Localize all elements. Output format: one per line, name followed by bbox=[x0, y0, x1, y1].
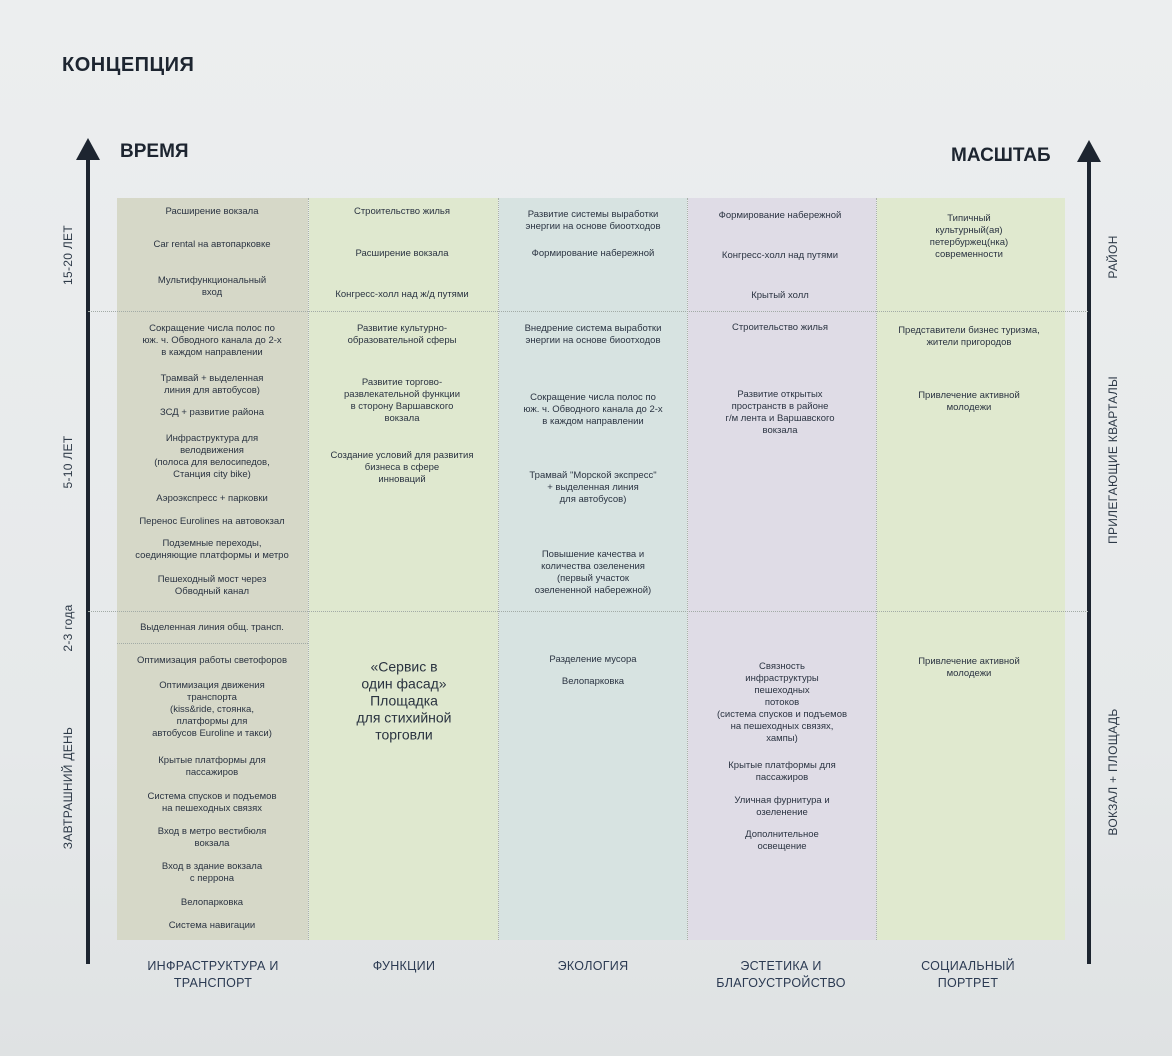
infrastructure-item: Вход в здание вокзала с перрона bbox=[161, 861, 263, 884]
column-aesthetics bbox=[688, 198, 876, 940]
infrastructure-item: Аэроэкспресс + парковки bbox=[156, 493, 268, 504]
scale-axis-line bbox=[1087, 158, 1091, 964]
aesthetics-item: Уличная фурнитура и озеленение bbox=[734, 795, 830, 818]
column-header-social: СОЦИАЛЬНЫЙ ПОРТРЕТ bbox=[921, 959, 1015, 990]
infrastructure-item: Перенос Eurolines на автовокзал bbox=[139, 516, 285, 527]
time-axis-line bbox=[86, 156, 90, 964]
aesthetics-item: Строительство жилья bbox=[731, 322, 829, 333]
scale-axis-label: МАСШТАБ bbox=[951, 145, 1051, 166]
infrastructure-item: Оптимизация движения транспорта (kiss&ri… bbox=[152, 680, 272, 739]
ecology-item: Разделение мусора bbox=[549, 654, 637, 665]
functions-item: «Сервис в один фасад» Площадка для стихи… bbox=[356, 658, 452, 743]
infrastructure-item: Вход в метро вестибюля вокзала bbox=[157, 826, 267, 849]
scale-level-label: ВОКЗАЛ + ПЛОЩАДЬ bbox=[1106, 708, 1120, 836]
infrastructure-item: ЗСД + развитие района bbox=[160, 407, 264, 418]
scale-level-label: РАЙОН bbox=[1106, 235, 1120, 279]
infrastructure-item: Велопарковка bbox=[180, 897, 244, 908]
row-divider bbox=[88, 311, 1088, 312]
column-header-aesthetics: ЭСТЕТИКА И БЛАГОУСТРОЙСТВО bbox=[716, 959, 846, 990]
aesthetics-item: Развитие открытых пространств в районе г… bbox=[725, 389, 835, 436]
infrastructure-item: Выделенная линия общ. трансп. bbox=[140, 622, 284, 633]
functions-item: Создание условий для развития бизнеса в … bbox=[330, 450, 474, 485]
column-header-infrastructure: ИНФРАСТРУКТУРА И ТРАНСПОРТ bbox=[147, 959, 279, 990]
infrastructure-item: Расширение вокзала bbox=[165, 206, 259, 217]
social-item: Типичный культурный(ая) петербуржец(нка)… bbox=[929, 213, 1009, 260]
time-period-label: 5-10 ЛЕТ bbox=[61, 435, 75, 489]
column-functions bbox=[309, 198, 498, 940]
infrastructure-item: Система навигации bbox=[168, 920, 256, 931]
functions-item: Расширение вокзала bbox=[355, 248, 449, 259]
infrastructure-item: Мультифункциональный вход bbox=[157, 275, 267, 298]
column-divider bbox=[498, 198, 499, 940]
aesthetics-item: Связность инфраструктуры пешеходных пото… bbox=[716, 661, 848, 744]
page-title: КОНЦЕПЦИЯ bbox=[62, 54, 195, 76]
ecology-item: Формирование набережной bbox=[531, 248, 655, 259]
functions-item: Строительство жилья bbox=[353, 206, 451, 217]
infrastructure-item: Сокращение числа полос по юж. ч. Обводно… bbox=[142, 323, 282, 358]
functions-item: Конгресс-холл над ж/д путями bbox=[335, 289, 469, 300]
column-social bbox=[877, 198, 1065, 940]
scale-axis-arrow-icon bbox=[1077, 140, 1101, 162]
column-divider bbox=[876, 198, 877, 940]
infrastructure-item: Пешеходный мост через Обводный канал bbox=[157, 574, 267, 597]
time-period-label: 15-20 ЛЕТ bbox=[61, 225, 75, 285]
functions-item: Развитие торгово- развлекательной функци… bbox=[343, 377, 461, 424]
ecology-item: Повышение качества и количества озеленен… bbox=[534, 549, 652, 596]
row-divider bbox=[117, 643, 308, 644]
infrastructure-item: Подземные переходы, соединяющие платформ… bbox=[135, 538, 289, 561]
aesthetics-item: Конгресс-холл над путями bbox=[721, 250, 839, 261]
aesthetics-item: Формирование набережной bbox=[718, 210, 842, 221]
column-header-functions: ФУНКЦИИ bbox=[372, 959, 436, 973]
aesthetics-item: Дополнительное освещение bbox=[745, 829, 819, 852]
social-item: Привлечение активной молодежи bbox=[918, 656, 1020, 679]
infrastructure-item: Оптимизация работы светофоров bbox=[136, 655, 288, 666]
infrastructure-item: Car rental на автопарковке bbox=[153, 239, 271, 250]
social-item: Представители бизнес туризма, жители при… bbox=[898, 325, 1040, 348]
column-divider bbox=[687, 198, 688, 940]
ecology-item: Велопарковка bbox=[561, 676, 625, 687]
column-ecology bbox=[499, 198, 687, 940]
ecology-item: Сокращение числа полос по юж. ч. Обводно… bbox=[523, 392, 663, 427]
column-infrastructure bbox=[117, 198, 308, 940]
time-period-label: ЗАВТРАШНИЙ ДЕНЬ bbox=[61, 726, 75, 850]
infrastructure-item: Крытые платформы для пассажиров bbox=[158, 755, 266, 778]
ecology-item: Трамвай "Морской экспресс" + выделенная … bbox=[529, 470, 657, 505]
row-divider bbox=[88, 611, 1088, 612]
ecology-item: Развитие системы выработки энергии на ос… bbox=[525, 209, 661, 232]
infrastructure-item: Инфраструктура для велодвижения (полоса … bbox=[154, 433, 270, 480]
aesthetics-item: Крытый холл bbox=[751, 290, 809, 301]
column-header-ecology: ЭКОЛОГИЯ bbox=[557, 959, 629, 973]
time-axis-arrow-icon bbox=[76, 138, 100, 160]
ecology-item: Внедрение система выработки энергии на о… bbox=[524, 323, 662, 346]
functions-item: Развитие культурно- образовательной сфер… bbox=[347, 323, 457, 346]
scale-level-label: ПРИЛЕГАЮЩИЕ КВАРТАЛЫ bbox=[1106, 376, 1120, 544]
social-item: Привлечение активной молодежи bbox=[918, 390, 1020, 413]
infrastructure-item: Система спусков и подъемов на пешеходных… bbox=[147, 791, 277, 814]
time-axis-label: ВРЕМЯ bbox=[120, 141, 189, 162]
time-period-label: 2-3 года bbox=[61, 604, 75, 652]
aesthetics-item: Крытые платформы для пассажиров bbox=[728, 760, 836, 783]
column-divider bbox=[308, 198, 309, 940]
infrastructure-item: Трамвай + выделенная линия для автобусов… bbox=[160, 373, 264, 396]
